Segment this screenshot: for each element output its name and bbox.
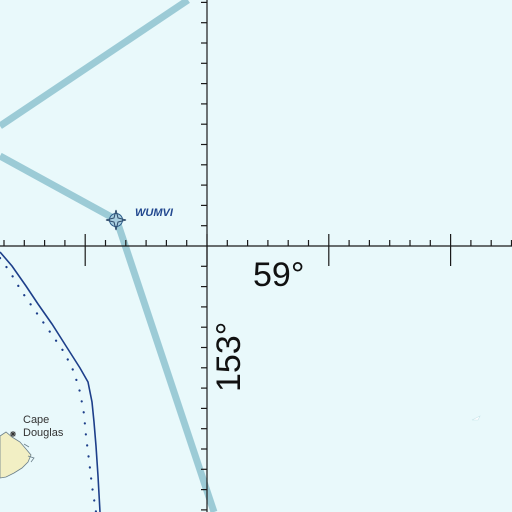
- place-label-line1: Cape: [23, 414, 49, 426]
- waypoint-label: WUMVI: [135, 207, 174, 219]
- airways: [0, 0, 218, 512]
- latitude-label: 59°: [253, 256, 304, 294]
- longitude-label: 153°: [210, 322, 248, 392]
- landmark-star-icon: [10, 431, 16, 437]
- airway-upper: [0, 0, 190, 129]
- place-label-line2: Douglas: [23, 427, 64, 439]
- rock-marker: [471, 415, 481, 421]
- boundary-line: [0, 251, 101, 512]
- waypoint-star-icon[interactable]: [105, 209, 127, 231]
- cape-douglas-coast-detail: [23, 443, 35, 463]
- airway-from-waypoint: [113, 219, 218, 512]
- airway-to-waypoint: [0, 152, 117, 223]
- longitude-line-153: [201, 0, 208, 512]
